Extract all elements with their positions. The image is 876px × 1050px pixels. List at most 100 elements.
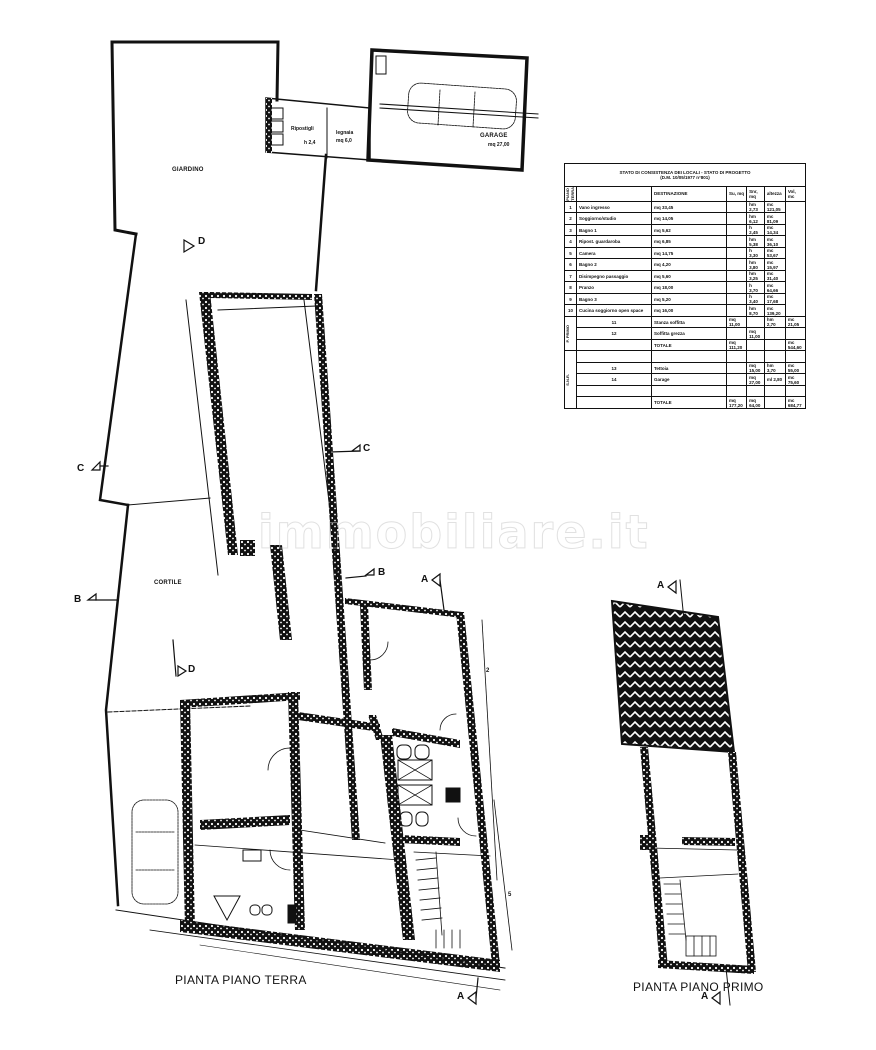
section-label-b-right: B — [378, 567, 386, 578]
cell-snr — [746, 338, 765, 352]
dimension-label-2: 5 — [508, 892, 512, 898]
cell-vol: mc 53,67 — [763, 246, 786, 260]
cell-snr: mq 15,00 — [746, 361, 765, 375]
section-markers — [86, 238, 721, 1006]
table-row: S.N.R. — [564, 350, 807, 409]
cell-snr — [725, 281, 748, 294]
cell-snr — [725, 258, 748, 271]
garden-label: GIARDINO — [172, 167, 204, 173]
cell-num — [576, 338, 652, 352]
cell-su — [725, 361, 748, 375]
cell-dest: Ripost. guardaroba — [576, 235, 652, 248]
ground-floor-rooms — [180, 598, 500, 965]
cell-vol — [784, 327, 807, 340]
stairs-first — [663, 879, 717, 957]
cell-su: mq 111,20 — [725, 338, 748, 352]
cell-snr — [725, 292, 748, 306]
cell-su: mq 14,05 — [651, 212, 727, 225]
cell-num: 2 — [564, 212, 577, 225]
cell-num — [576, 396, 652, 409]
cell-vol: mc 15,97 — [763, 258, 786, 271]
car-outline-courtyard — [131, 799, 179, 905]
header-su: Su, mq — [725, 186, 748, 202]
storage-label: Ripostigli — [291, 126, 314, 132]
cell-vol: mc 21,05 — [784, 315, 807, 329]
cell-h — [763, 350, 786, 363]
cell-dest: Garage — [651, 373, 727, 386]
cell-su — [725, 384, 748, 398]
cell-snr — [725, 304, 748, 317]
garage-area-label: mq 27,00 — [488, 142, 510, 148]
cell-vol: mc 81,09 — [763, 212, 786, 225]
header-volume: Vol, mc — [784, 186, 807, 202]
cell-vol: mc 684,77 — [784, 396, 807, 409]
cell-dest: TOTALE — [651, 396, 727, 409]
room-area-table: STATO DI CONSISTENZA DEI LOCALI - STATO … — [564, 163, 807, 409]
cell-h — [763, 396, 786, 409]
cell-num: 14 — [576, 373, 652, 386]
garage-room — [366, 48, 539, 172]
cell-snr: mq 27,00 — [746, 373, 765, 386]
cell-snr: mq 11,00 — [746, 327, 765, 340]
cell-dest: Camera — [576, 246, 652, 260]
section-marker-d-top — [183, 238, 196, 254]
cell-su: mq 4,20 — [651, 258, 727, 271]
cell-h: h 3,40 — [746, 292, 765, 306]
cell-su: mq 18,00 — [651, 281, 727, 294]
courtyard-label: CORTILE — [154, 580, 182, 586]
cell-num: 10 — [564, 304, 577, 317]
cell-num: 4 — [564, 235, 577, 248]
cell-h — [763, 338, 786, 352]
plan-title-first-floor: PIANTA PIANO PRIMO — [633, 980, 764, 994]
section-label-a-first-top: A — [657, 580, 665, 591]
cell-snr — [725, 200, 748, 214]
cell-su: mq 11,00 — [725, 315, 748, 329]
cell-h: hm 3,80 — [746, 258, 765, 271]
cell-num: 5 — [564, 246, 577, 260]
cell-num: 12 — [576, 327, 652, 340]
cell-h: hm 2,73 — [746, 200, 765, 214]
cell-h: hm 2,70 — [763, 315, 786, 329]
cell-su: mq 5,20 — [651, 292, 727, 306]
south-facade — [115, 909, 506, 991]
cell-snr — [725, 223, 748, 237]
cell-su — [725, 350, 748, 363]
table-header-row: PIANO TERRA DESTINAZIONE Su, mq Snr, mq … — [564, 186, 807, 202]
cell-snr — [725, 269, 748, 283]
cell-h: h 2,45 — [746, 223, 765, 237]
woodshed-label: legnaia — [336, 130, 354, 136]
cell-num: 11 — [576, 315, 652, 329]
cell-dest: Soffitta grezza — [651, 327, 727, 340]
cell-dest: Tettoia — [651, 361, 727, 375]
cell-dest — [651, 384, 727, 398]
cell-num: 9 — [564, 292, 577, 306]
plan-title-ground-floor: PIANTA PIANO TERRA — [175, 973, 307, 987]
cell-vol: mc 31,40 — [763, 269, 786, 283]
cell-num: 6 — [564, 258, 577, 271]
table-title-line-2: (D.M. 10/05/1977 n°801) — [660, 175, 710, 180]
section-label-d-bottom: D — [188, 664, 196, 675]
garden-boundary — [98, 40, 328, 907]
cell-h: h 3,70 — [746, 281, 765, 294]
cell-h — [763, 327, 786, 340]
section-cell-piano-primo: P. PRIMO — [564, 315, 577, 352]
storage-block — [265, 97, 371, 161]
cell-dest: Bagno 2 — [576, 258, 652, 271]
cell-num — [576, 384, 652, 398]
main-hall — [185, 292, 360, 840]
section-label-piano-primo: P. PRIMO — [565, 324, 570, 343]
cell-h: h 3,30 — [746, 246, 765, 260]
cell-snr — [746, 315, 765, 329]
cell-num: 8 — [564, 281, 577, 294]
cell-su: mq 6,85 — [651, 235, 727, 248]
